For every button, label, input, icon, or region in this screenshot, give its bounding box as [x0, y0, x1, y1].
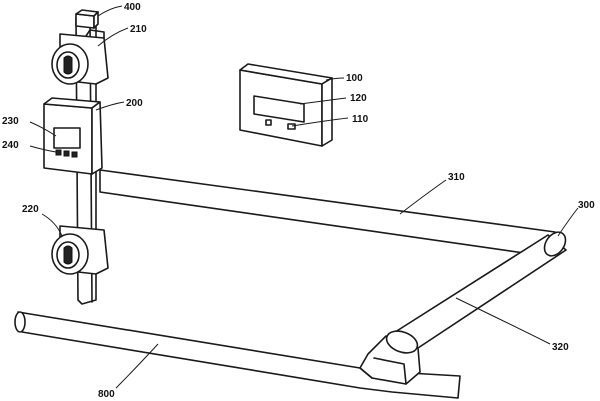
device-100 — [239, 63, 333, 147]
leader-lines — [29, 5, 579, 389]
pipe-310 — [99, 169, 556, 257]
label-210: 210 — [130, 24, 147, 35]
sensor-210 — [51, 29, 109, 85]
label-110: 110 — [352, 114, 369, 125]
sensor-220 — [51, 225, 109, 275]
label-240: 240 — [2, 140, 19, 151]
pipe-tee-clamp — [359, 330, 421, 385]
pipe-320 — [391, 234, 567, 349]
label-800: 800 — [98, 389, 115, 400]
label-310: 310 — [448, 172, 465, 183]
bracket-400 — [75, 9, 99, 29]
label-220: 220 — [22, 204, 39, 215]
label-300: 300 — [578, 200, 595, 211]
label-100: 100 — [346, 73, 363, 84]
elbow-300 — [543, 231, 567, 257]
label-320: 320 — [552, 342, 569, 353]
controller-200 — [43, 97, 103, 175]
label-200: 200 — [126, 98, 143, 109]
label-120: 120 — [350, 93, 367, 104]
label-230: 230 — [2, 116, 19, 127]
label-400: 400 — [124, 2, 141, 13]
